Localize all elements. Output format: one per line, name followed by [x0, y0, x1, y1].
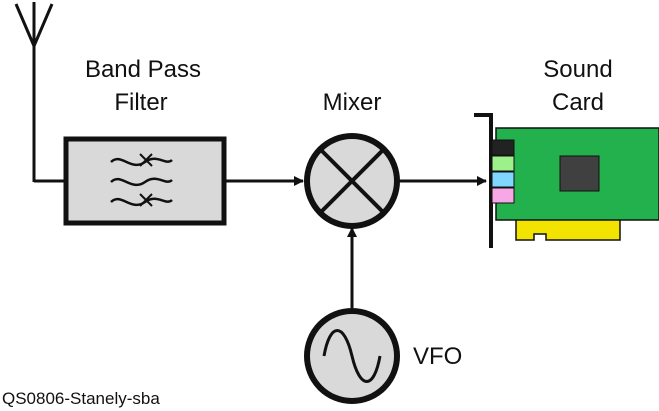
- filter-label-line1: Band Pass: [85, 56, 201, 83]
- mixer-cross-icon: [304, 133, 400, 229]
- band-pass-filter-block: [63, 136, 227, 226]
- edge-connector: [515, 217, 621, 241]
- soundcard-label-line2: Card: [552, 89, 604, 116]
- jack-pink: [491, 187, 515, 204]
- vfo-oscillator: [304, 308, 400, 404]
- image-credit: QS0806-Stanely-sba: [2, 389, 160, 408]
- sound-card-icon: [474, 113, 659, 248]
- mixer-label: Mixer: [323, 89, 382, 116]
- jack-green: [491, 155, 515, 172]
- mounting-bracket: [474, 113, 493, 248]
- jack-black: [491, 139, 515, 156]
- jack-blue: [491, 171, 515, 188]
- chip: [559, 155, 600, 192]
- filter-wave-icon: [110, 153, 173, 207]
- vfo-label: VFO: [413, 343, 462, 370]
- soundcard-label-line1: Sound: [543, 56, 612, 83]
- antenna-icon: [14, 2, 54, 182]
- filter-label-line2: Filter: [114, 89, 167, 116]
- sine-wave-icon: [322, 329, 382, 383]
